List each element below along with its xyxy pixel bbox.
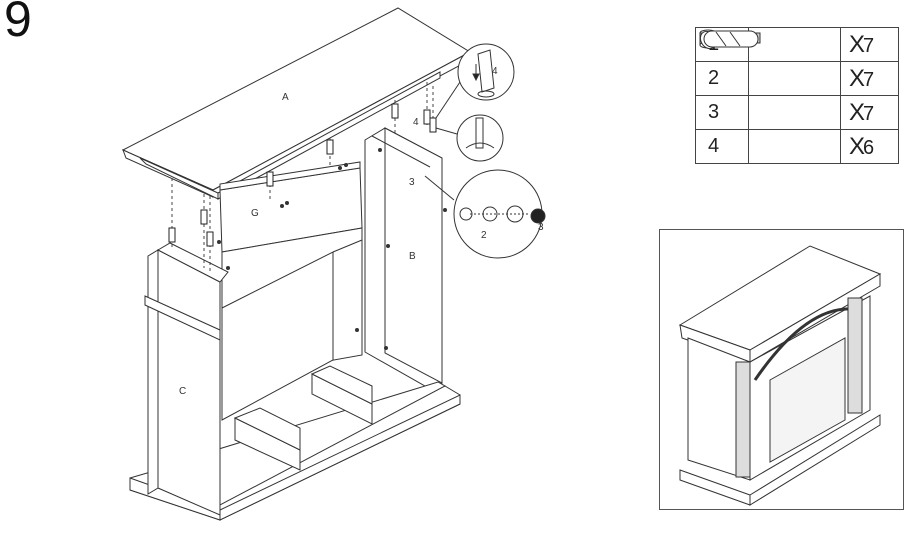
- cover-cap-callout-label: 3: [538, 222, 544, 233]
- quantity-multiplier: X: [849, 30, 865, 58]
- panel-a-label: A: [282, 92, 289, 103]
- finished-product-preview: [659, 229, 904, 510]
- fireplace-mantel-icon: [678, 245, 882, 506]
- parts-table: 1X72X73X74X6: [695, 27, 899, 164]
- panel-g-label: G: [251, 208, 259, 219]
- quantity-value: 7: [863, 68, 875, 91]
- panel-c-side-panel: [144, 242, 229, 516]
- part-quantity: X7: [840, 27, 899, 62]
- part-number: 2: [695, 61, 749, 96]
- step-number: 9: [4, 0, 32, 47]
- part-picture: [699, 29, 841, 96]
- dowel-detail-callout: [435, 43, 515, 119]
- part-quantity: X6: [840, 129, 899, 164]
- panel-a-top-board: [121, 7, 472, 200]
- quantity-value: 7: [863, 102, 875, 125]
- part-quantity: X7: [840, 61, 899, 96]
- part-picture: [703, 30, 841, 164]
- cam-bolt-callout-label: 4: [413, 117, 419, 128]
- cam-lock-callout-label: 3: [409, 177, 415, 188]
- cam-lock-detail-callout: [424, 169, 546, 259]
- part-picture: [699, 30, 841, 130]
- panel-c-label: C: [179, 386, 186, 397]
- part-number: 3: [695, 95, 749, 130]
- quantity-multiplier: X: [849, 64, 865, 92]
- quantity-multiplier: X: [849, 98, 865, 126]
- part-number: 4: [695, 129, 749, 164]
- quantity-multiplier: X: [849, 132, 865, 160]
- quantity-value: 7: [863, 34, 875, 57]
- panel-b-side-panel: [364, 127, 443, 391]
- lock-nut-callout-label: 2: [481, 230, 487, 241]
- dowel-callout-label: 4: [492, 66, 498, 77]
- cam-bolt-detail-callout: [435, 114, 504, 162]
- panel-b-label: B: [409, 251, 416, 262]
- quantity-value: 6: [863, 136, 875, 159]
- part-quantity: X7: [840, 95, 899, 130]
